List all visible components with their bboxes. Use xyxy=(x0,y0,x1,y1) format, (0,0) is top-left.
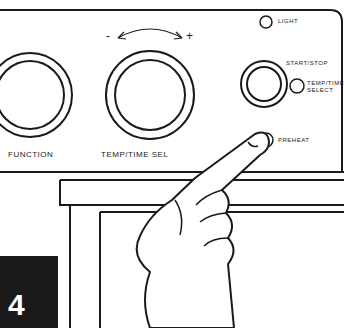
panel-bottom xyxy=(0,171,344,173)
knob-label: TEMP/TIME SEL xyxy=(101,150,168,159)
function-knob-inner xyxy=(0,61,64,129)
button-label: PREHEAT xyxy=(278,137,309,144)
button-label: START/STOP xyxy=(286,60,328,67)
start-stop-button xyxy=(241,61,287,107)
button-label: LIGHT xyxy=(278,18,298,25)
temp-time-knob-inner xyxy=(115,60,185,130)
rotation-arc xyxy=(118,29,182,38)
knob-label: FUNCTION xyxy=(8,150,53,159)
function-knob xyxy=(0,53,72,137)
minus-sign: - xyxy=(106,30,111,44)
button-label: TEMP/TIME SELECT xyxy=(307,80,341,94)
arc-head-right xyxy=(174,32,182,39)
step-number-box: 4 xyxy=(0,256,58,328)
finger-creases xyxy=(175,142,258,246)
light-button xyxy=(260,16,272,28)
temp-time-knob xyxy=(106,51,194,139)
arc-head-left xyxy=(118,32,126,39)
step-number: 4 xyxy=(8,290,25,320)
hand xyxy=(137,133,269,328)
start-stop-button-inner xyxy=(247,67,281,101)
panel-outline xyxy=(0,10,342,172)
temp-time-select-button xyxy=(290,79,304,93)
plus-sign: + xyxy=(186,30,194,44)
